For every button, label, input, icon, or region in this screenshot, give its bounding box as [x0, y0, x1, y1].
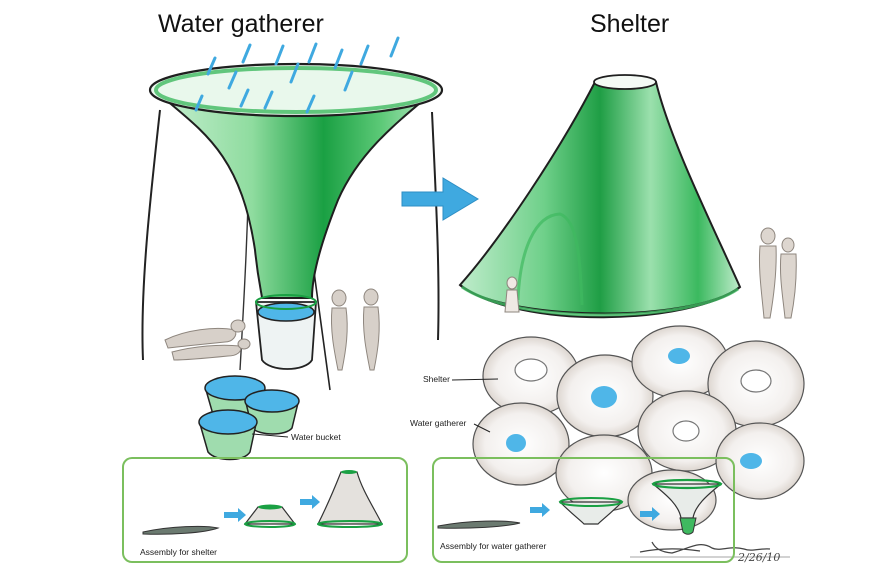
assembly-water-gatherer-label: Assembly for water gatherer [440, 541, 547, 551]
assembly-shelter-label: Assembly for shelter [140, 547, 217, 557]
shelter-illustration [458, 74, 797, 319]
water-gatherer-leader-line [473, 423, 491, 433]
assembly-water-gatherer-step-2 [558, 501, 624, 525]
assembly-shelter-box: Assembly for shelter [122, 457, 408, 563]
shelter-title: Shelter [590, 10, 670, 38]
support-pole [141, 109, 161, 361]
shelter-people-sketch [504, 227, 797, 319]
shelter-cone [458, 81, 742, 315]
water-gatherer-illustration [141, 36, 444, 461]
assembly-water-gatherer-steps [437, 478, 723, 535]
water-bucket-leader-line [251, 433, 289, 438]
pad-cluster [472, 325, 805, 531]
shelter-callout-label: Shelter [423, 374, 450, 384]
shelter-top-opening [593, 74, 657, 90]
water-gatherer-title: Water gatherer [158, 10, 324, 38]
water-bucket-label: Water bucket [291, 432, 341, 442]
assembly-water-gatherer-box: Assembly for water gatherer [432, 457, 735, 563]
signature-date: 2/26/10 [738, 551, 781, 564]
water-gatherer-callout-label: Water gatherer [410, 418, 467, 428]
shelter-leader-line [451, 378, 499, 381]
rain-drops [194, 36, 400, 114]
support-pole [431, 111, 440, 341]
people-sketch [164, 288, 380, 371]
funnel-body [149, 87, 441, 299]
signature [639, 541, 771, 554]
transform-arrow [401, 177, 479, 221]
funnel-rim [148, 62, 444, 118]
stacked-buckets [198, 375, 300, 461]
assembly-shelter-steps [142, 470, 383, 535]
